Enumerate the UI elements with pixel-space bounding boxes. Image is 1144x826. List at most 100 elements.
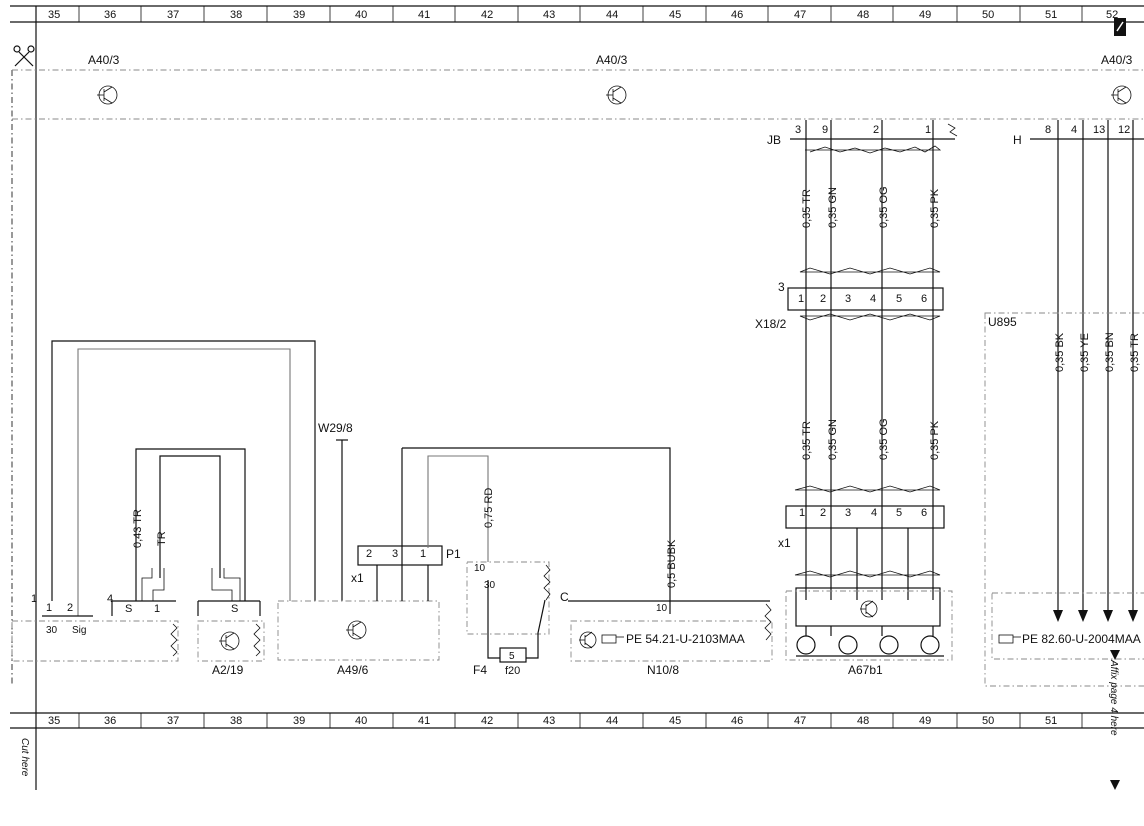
x1-left-pin: 1 xyxy=(420,548,426,560)
x1-right-label: x1 xyxy=(778,536,791,550)
col-label: 37 xyxy=(167,9,179,21)
p1-label: P1 xyxy=(446,547,461,561)
col-label: 49 xyxy=(919,715,931,727)
pin-label: 4 xyxy=(107,593,113,605)
affix-note: Affix page 4 here xyxy=(1108,659,1119,736)
wire-label: 0,35 OG xyxy=(878,186,890,228)
x18-2-connector: 3 X18/2 1 2 3 4 5 6 xyxy=(755,267,944,331)
hand-pointer-icon xyxy=(998,634,1021,644)
arrow-icon xyxy=(1110,780,1120,790)
fuse-id: f20 xyxy=(505,665,520,677)
x1-right-pin: 3 xyxy=(845,507,851,519)
col-label: 36 xyxy=(104,715,116,727)
col-label: 41 xyxy=(418,715,430,727)
a40-3-left-label: A40/3 xyxy=(88,53,120,67)
transistor-icon xyxy=(579,631,597,649)
x1-right-pin: 4 xyxy=(871,507,877,519)
wire-label: 0,35 BK xyxy=(1054,332,1066,372)
col-label: 45 xyxy=(669,715,681,727)
x1-left-pin: 2 xyxy=(366,548,372,560)
pin-label: 1 xyxy=(31,593,37,605)
col-label: 39 xyxy=(293,715,305,727)
n10-8-label: N10/8 xyxy=(647,663,679,677)
pin-label: S xyxy=(231,603,238,615)
col-label: 46 xyxy=(731,9,743,21)
col-label: 35 xyxy=(48,9,60,21)
pe-n10-ref: PE 54.21-U-2103MAA xyxy=(626,632,745,646)
wire-label: 0,43 TR xyxy=(132,509,144,548)
col-label: 37 xyxy=(167,715,179,727)
pin-label: 2 xyxy=(67,602,73,614)
wire-label: 0,35 GN xyxy=(827,187,839,228)
wire-label: 0,35 TR xyxy=(1129,333,1141,372)
f4-fuse: 10 30 5 f20 F4 xyxy=(466,561,551,677)
col-label: 40 xyxy=(355,715,367,727)
h-pin: 8 xyxy=(1045,124,1051,136)
col-label: 47 xyxy=(794,715,806,727)
col-label: 36 xyxy=(104,9,116,21)
c-label: C xyxy=(560,590,569,604)
a2-19-label: A2/19 xyxy=(212,663,244,677)
col-label: 48 xyxy=(857,715,869,727)
a67b1-component: A67b1 xyxy=(785,587,953,677)
transistor-icon xyxy=(97,85,118,105)
col-label: 38 xyxy=(230,9,242,21)
wire-label: 0,35 TR xyxy=(801,189,813,228)
x1-left-label: x1 xyxy=(351,571,364,585)
a67b1-label: A67b1 xyxy=(848,663,883,677)
col-label: 43 xyxy=(543,9,555,21)
pin-label: 1 xyxy=(154,603,160,615)
wire-label: 0,35 PK xyxy=(929,188,941,228)
f4-label: F4 xyxy=(473,663,487,677)
jb-pin: 2 xyxy=(873,124,879,136)
fuse-pin-label: 10 xyxy=(474,563,486,574)
jb-pin: 1 xyxy=(925,124,931,136)
n10-pin: 10 xyxy=(656,603,668,614)
col-label: 46 xyxy=(731,715,743,727)
col-label: 42 xyxy=(481,9,493,21)
a2-19-component: A2/19 xyxy=(197,620,265,677)
x1-right-pin: 6 xyxy=(921,507,927,519)
a49-6-label: A49/6 xyxy=(337,663,369,677)
wire-label: 0,35 BN xyxy=(1104,332,1116,372)
wire-label: TR xyxy=(156,531,168,546)
upper-wires: 0,35 TR 0,35 GN 0,35 OG 0,35 PK xyxy=(801,139,941,600)
transistor-icon xyxy=(346,620,367,640)
a40-3-center-label: A40/3 xyxy=(596,53,628,67)
pin-label: S xyxy=(125,603,132,615)
x1-right-pin: 2 xyxy=(820,507,826,519)
pin-label: Sig xyxy=(72,625,86,636)
top-ruler: 35 36 37 38 39 40 41 42 43 44 45 46 47 4… xyxy=(10,5,1144,790)
h-pin: 12 xyxy=(1118,124,1130,136)
left-connector-row: 1 1 2 4 S 1 S 30 Sig xyxy=(11,593,261,662)
col-label: 44 xyxy=(606,715,618,727)
scissors-icon xyxy=(13,45,35,67)
transistor-icon xyxy=(219,631,240,651)
col-label: 49 xyxy=(919,9,931,21)
col-label: 42 xyxy=(481,715,493,727)
wire-label: 0,35 OG xyxy=(878,418,890,460)
wire-label: 0,35 YE xyxy=(1079,333,1091,372)
w29-8-label: W29/8 xyxy=(318,421,353,435)
x1-left-pin: 3 xyxy=(392,548,398,560)
col-label: 47 xyxy=(794,9,806,21)
x18-2-pin: 5 xyxy=(896,293,902,305)
col-label: 48 xyxy=(857,9,869,21)
hand-pointer-icon xyxy=(601,634,624,644)
bottom-ruler: 35 36 37 38 39 40 41 42 43 44 45 46 47 4… xyxy=(10,712,1144,729)
x18-2-prefix: 3 xyxy=(778,280,785,294)
transistor-icon xyxy=(1111,85,1132,105)
cut-here-note: Cut here xyxy=(19,738,30,777)
x18-2-pin: 6 xyxy=(921,293,927,305)
page-marker-glyph xyxy=(1116,21,1124,32)
jb-connector: JB 3 9 2 1 xyxy=(767,120,958,154)
col-label: 35 xyxy=(48,715,60,727)
h-label: H xyxy=(1013,133,1022,147)
x1-left-connector: 2 3 1 P1 x1 0,75 RD 0,5 BUBK xyxy=(351,447,678,614)
col-label: 50 xyxy=(982,9,994,21)
col-label: 43 xyxy=(543,715,555,727)
col-label: 51 xyxy=(1045,9,1057,21)
wire-label: 0,5 BUBK xyxy=(666,539,678,588)
wire-label: 0,35 TR xyxy=(801,421,813,460)
